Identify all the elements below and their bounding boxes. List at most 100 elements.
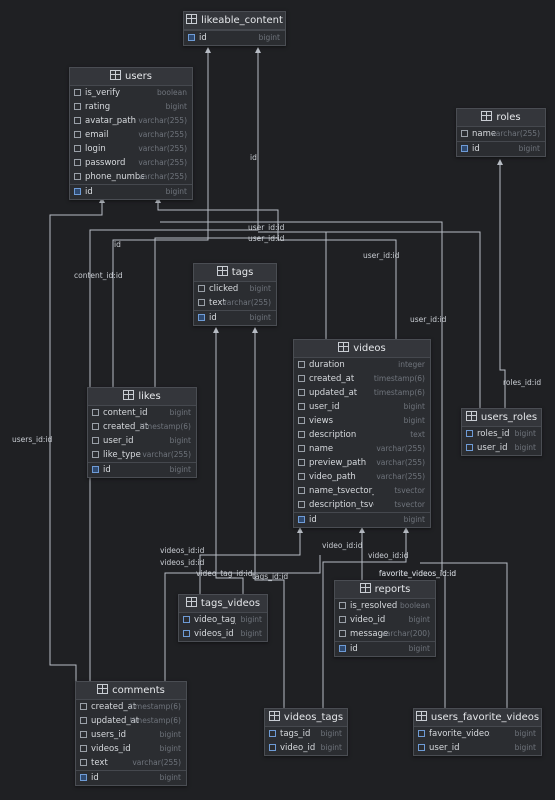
table-header[interactable]: users_favorite_videos <box>414 709 541 727</box>
table-header[interactable]: tags <box>194 264 276 282</box>
table-header[interactable]: users_roles <box>462 409 541 427</box>
table-users-favorite-videos[interactable]: users_favorite_videosfavorite_videos_idb… <box>413 708 542 756</box>
column-type: bigint <box>249 284 271 293</box>
table-header[interactable]: comments <box>76 682 186 700</box>
column-type: bigint <box>514 729 536 738</box>
column-name: description_tsvector_ru <box>309 500 374 510</box>
table-icon <box>359 583 371 593</box>
table-title: users <box>124 71 153 82</box>
column-type: varchar(200) <box>381 629 430 638</box>
table-header[interactable]: tags_videos <box>179 595 267 613</box>
column-icon <box>298 431 305 438</box>
column-row[interactable]: name_tsvector_rutsvector <box>294 484 430 498</box>
table-header[interactable]: roles <box>457 109 545 127</box>
column-type: boolean <box>400 601 430 610</box>
column-type: bigint <box>169 465 191 474</box>
table-header[interactable]: reports <box>335 581 435 599</box>
table-header[interactable]: likeable_content <box>184 12 285 30</box>
column-type: bigint <box>169 436 191 445</box>
column-name: name_tsvector_ru <box>309 486 374 496</box>
column-icon <box>74 103 81 110</box>
table-title: tags_videos <box>200 598 261 609</box>
table-header[interactable]: videos <box>294 340 430 358</box>
column-icon <box>80 745 87 752</box>
table-header[interactable]: users <box>70 68 192 86</box>
column-name: user_id <box>477 443 508 453</box>
table-icon <box>216 266 228 276</box>
column-name: phone_number <box>85 172 144 182</box>
table-tags-videos[interactable]: tags_videos video_tag_idbigintvideos_idbi… <box>178 594 268 642</box>
table-icon <box>97 684 109 694</box>
column-type: timestamp(6) <box>373 388 425 397</box>
column-row[interactable]: description_tsvector_rutsvector <box>294 498 430 512</box>
wire-reports-users <box>160 221 443 572</box>
column-name: login <box>85 144 106 154</box>
table-title: comments <box>112 685 165 696</box>
table-header[interactable]: videos_tags <box>265 709 347 727</box>
column-type: bigint <box>518 144 540 153</box>
column-name: name <box>472 129 497 139</box>
table-title: videos_tags <box>283 712 344 723</box>
relation-label: user_id:id <box>248 223 285 232</box>
table-header[interactable]: likes <box>88 388 196 406</box>
column-type: bigint <box>320 743 342 752</box>
